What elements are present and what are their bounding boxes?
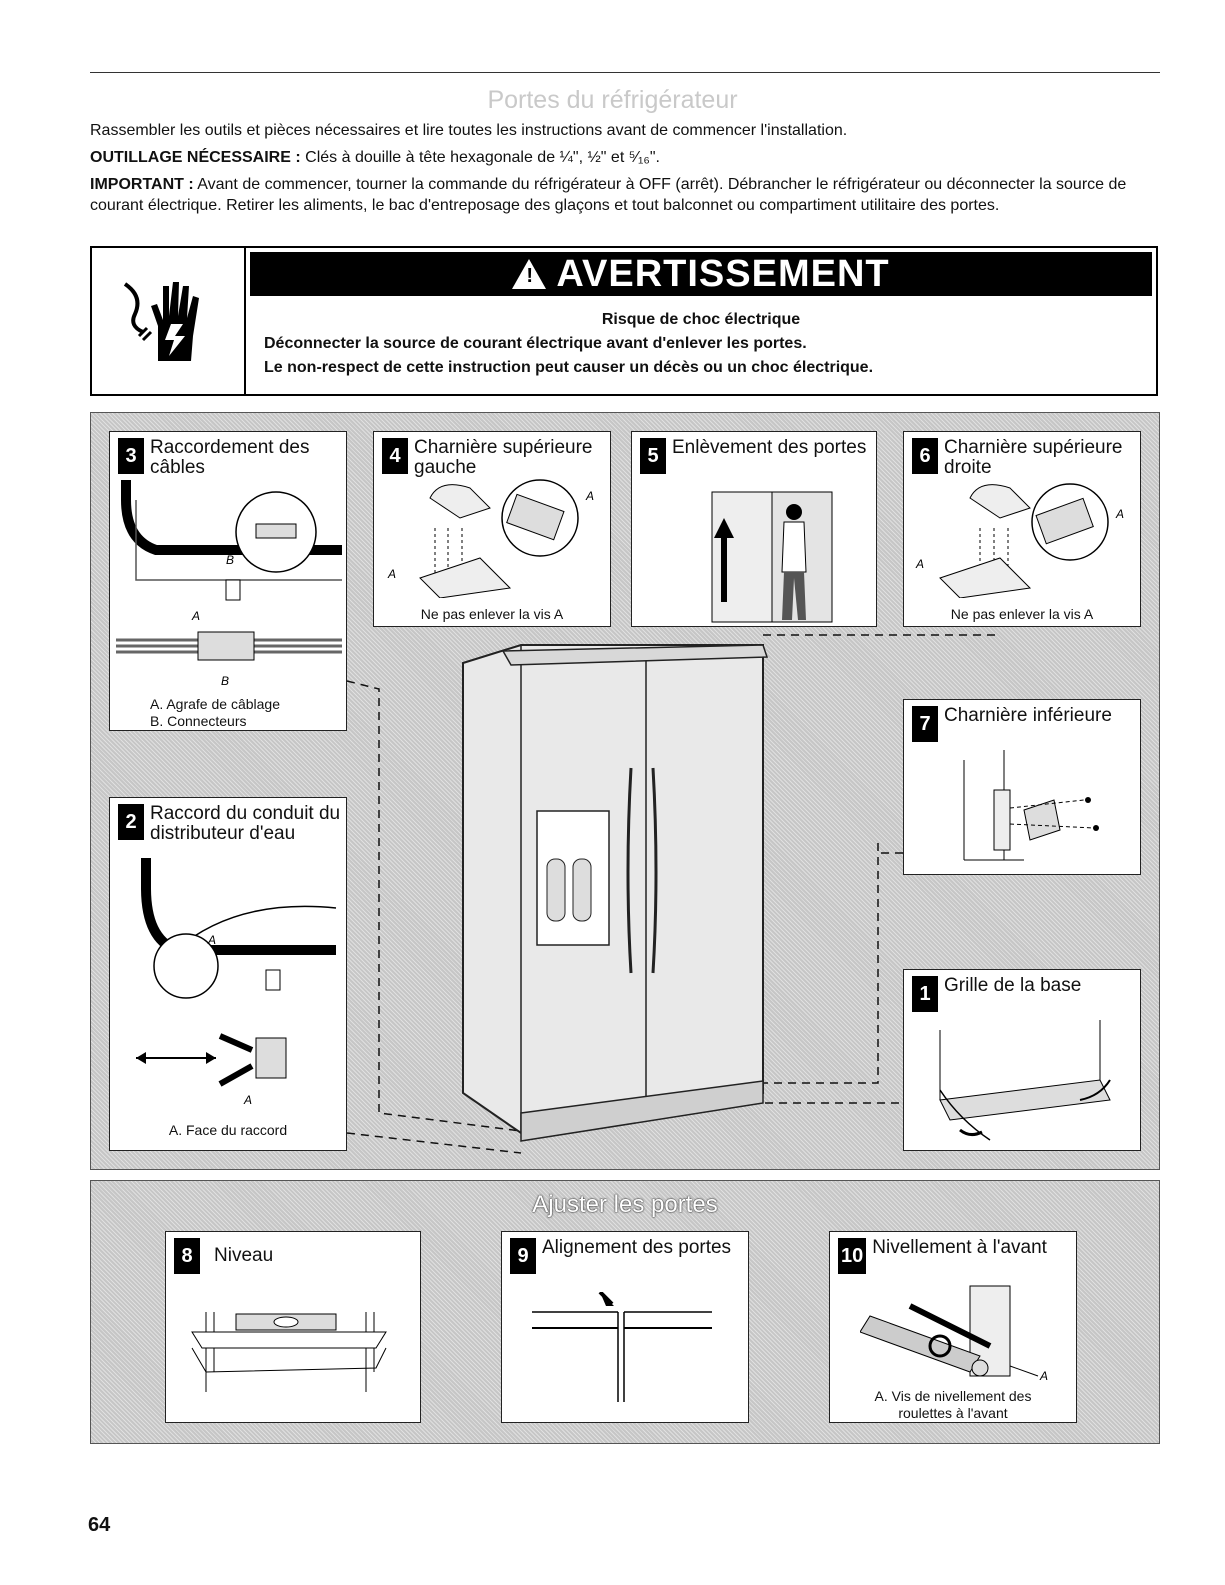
step-1-panel: 1 Grille de la base xyxy=(903,969,1141,1151)
step-3-caption-a: A. Agrafe de câblage xyxy=(150,696,280,713)
step-2-caption: A. Face du raccord xyxy=(110,1122,346,1139)
left-top-hinge-drawing: A A xyxy=(380,478,606,598)
step-5-panel: 5 Enlèvement des portes xyxy=(631,431,877,627)
step-10-panel: 10 Nivellement à l'avant A A. Vis de niv… xyxy=(829,1231,1077,1423)
step-10-title: Nivellement à l'avant xyxy=(872,1238,1047,1258)
top-rule xyxy=(90,72,1160,73)
step-10-header: 10 Nivellement à l'avant xyxy=(838,1238,1072,1274)
step-2-label-a2: A xyxy=(243,1093,252,1107)
bottom-hinge-drawing xyxy=(944,750,1124,870)
step-7-number: 7 xyxy=(912,706,938,742)
step-3-caption-b: B. Connecteurs xyxy=(150,713,280,730)
refrigerator-drawing xyxy=(463,645,767,1141)
step-6-title: Charnière supérieure droite xyxy=(944,438,1136,478)
water-line-drawing: A A xyxy=(116,858,342,1118)
step-3-label-a: A xyxy=(191,609,200,623)
page-title: Portes du réfrigérateur xyxy=(0,86,1225,115)
step-4-title: Charnière supérieure gauche xyxy=(414,438,606,478)
step-8-panel: 8 Niveau xyxy=(165,1231,421,1423)
step-3-label-b: B xyxy=(226,553,234,567)
step-6-label-a2: A xyxy=(1115,507,1124,521)
step-3-label-b2: B xyxy=(221,674,229,688)
step-2-label-a: A xyxy=(207,933,216,947)
warning-lines: Risque de choc électrique Déconnecter la… xyxy=(246,296,1156,380)
step-2-header: 2 Raccord du conduit du distributeur d'e… xyxy=(118,804,342,844)
step-3-caption: A. Agrafe de câblage B. Connecteurs xyxy=(150,696,280,730)
warning-banner-text: AVERTISSEMENT xyxy=(556,253,889,296)
step-2-number: 2 xyxy=(118,804,144,840)
warning-line-3: Le non-respect de cette instruction peut… xyxy=(264,356,1138,380)
wire-connection-drawing: B A B xyxy=(116,480,342,690)
step-6-number: 6 xyxy=(912,438,938,474)
step-3-header: 3 Raccordement des câbles xyxy=(118,438,342,478)
adjust-doors-title: Ajuster les portes xyxy=(91,1191,1159,1219)
step-7-panel: 7 Charnière inférieure xyxy=(903,699,1141,875)
tools-paragraph: OUTILLAGE NÉCESSAIRE : Clés à douille à … xyxy=(90,147,1165,168)
step-9-number: 9 xyxy=(510,1238,536,1274)
step-5-header: 5 Enlèvement des portes xyxy=(640,438,872,474)
step-10-number: 10 xyxy=(838,1238,866,1274)
step-4-header: 4 Charnière supérieure gauche xyxy=(382,438,606,478)
warning-icon-cell xyxy=(92,248,246,394)
step-9-header: 9 Alignement des portes xyxy=(510,1238,744,1274)
step-10-label-a: A xyxy=(1039,1369,1048,1383)
door-removal-diagram: 3 Raccordement des câbles B A B A. Agraf… xyxy=(90,412,1160,1170)
step-4-number: 4 xyxy=(382,438,408,474)
warning-box: ! AVERTISSEMENT Risque de choc électriqu… xyxy=(90,246,1158,396)
step-7-header: 7 Charnière inférieure xyxy=(912,706,1136,742)
step-9-panel: 9 Alignement des portes xyxy=(501,1231,749,1423)
step-2-title: Raccord du conduit du distributeur d'eau xyxy=(150,804,342,844)
important-paragraph: IMPORTANT : Avant de commencer, tourner … xyxy=(90,174,1165,216)
step-2-panel: 2 Raccord du conduit du distributeur d'e… xyxy=(109,797,347,1151)
step-6-caption: Ne pas enlever la vis A xyxy=(904,606,1140,623)
step-4-caption: Ne pas enlever la vis A xyxy=(374,606,610,623)
tools-text: Clés à douille à tête hexagonale de ¼", … xyxy=(305,149,660,166)
front-leveling-drawing: A xyxy=(860,1276,1060,1384)
warning-body: ! AVERTISSEMENT Risque de choc électriqu… xyxy=(246,248,1156,394)
warning-line-1: Risque de choc électrique xyxy=(264,308,1138,332)
intro-text: Rassembler les outils et pièces nécessai… xyxy=(90,120,1165,141)
important-text: Avant de commencer, tourner la commande … xyxy=(90,176,1126,214)
warning-triangle-icon: ! xyxy=(512,259,546,289)
step-6-header: 6 Charnière supérieure droite xyxy=(912,438,1136,478)
step-6-panel: 6 Charnière supérieure droite A A Ne pas… xyxy=(903,431,1141,627)
tools-label: OUTILLAGE NÉCESSAIRE : xyxy=(90,149,301,166)
step-5-title: Enlèvement des portes xyxy=(672,438,866,458)
electric-shock-hand-icon xyxy=(113,266,223,376)
right-top-hinge-drawing: A A xyxy=(910,478,1136,598)
step-1-header: 1 Grille de la base xyxy=(912,976,1136,1012)
important-label: IMPORTANT : xyxy=(90,176,194,193)
step-4-label-a2: A xyxy=(585,489,594,503)
step-8-title: Niveau xyxy=(214,1246,273,1266)
warning-line-2: Déconnecter la source de courant électri… xyxy=(264,332,1138,356)
step-1-number: 1 xyxy=(912,976,938,1012)
adjust-doors-section: Ajuster les portes 8 Niveau 9 Alignement… xyxy=(90,1180,1160,1444)
step-8-number: 8 xyxy=(174,1238,200,1274)
step-4-panel: 4 Charnière supérieure gauche A A Ne pas… xyxy=(373,431,611,627)
step-7-title: Charnière inférieure xyxy=(944,706,1112,726)
page-number: 64 xyxy=(88,1514,110,1537)
step-4-label-a: A xyxy=(387,567,396,581)
step-10-caption: A. Vis de nivellement des roulettes à l'… xyxy=(830,1388,1076,1422)
step-5-number: 5 xyxy=(640,438,666,474)
door-removal-drawing xyxy=(702,482,852,626)
step-1-title: Grille de la base xyxy=(944,976,1081,996)
step-3-panel: 3 Raccordement des câbles B A B A. Agraf… xyxy=(109,431,347,731)
door-alignment-drawing xyxy=(522,1292,732,1412)
step-3-number: 3 xyxy=(118,438,144,474)
level-drawing xyxy=(186,1292,402,1412)
base-grille-drawing xyxy=(910,1020,1136,1148)
step-9-title: Alignement des portes xyxy=(542,1238,731,1258)
step-8-header: 8 Niveau xyxy=(174,1238,416,1274)
step-3-title: Raccordement des câbles xyxy=(150,438,342,478)
step-6-label-a: A xyxy=(915,557,924,571)
warning-banner: ! AVERTISSEMENT xyxy=(250,252,1152,296)
intro-block: Rassembler les outils et pièces nécessai… xyxy=(90,120,1165,222)
